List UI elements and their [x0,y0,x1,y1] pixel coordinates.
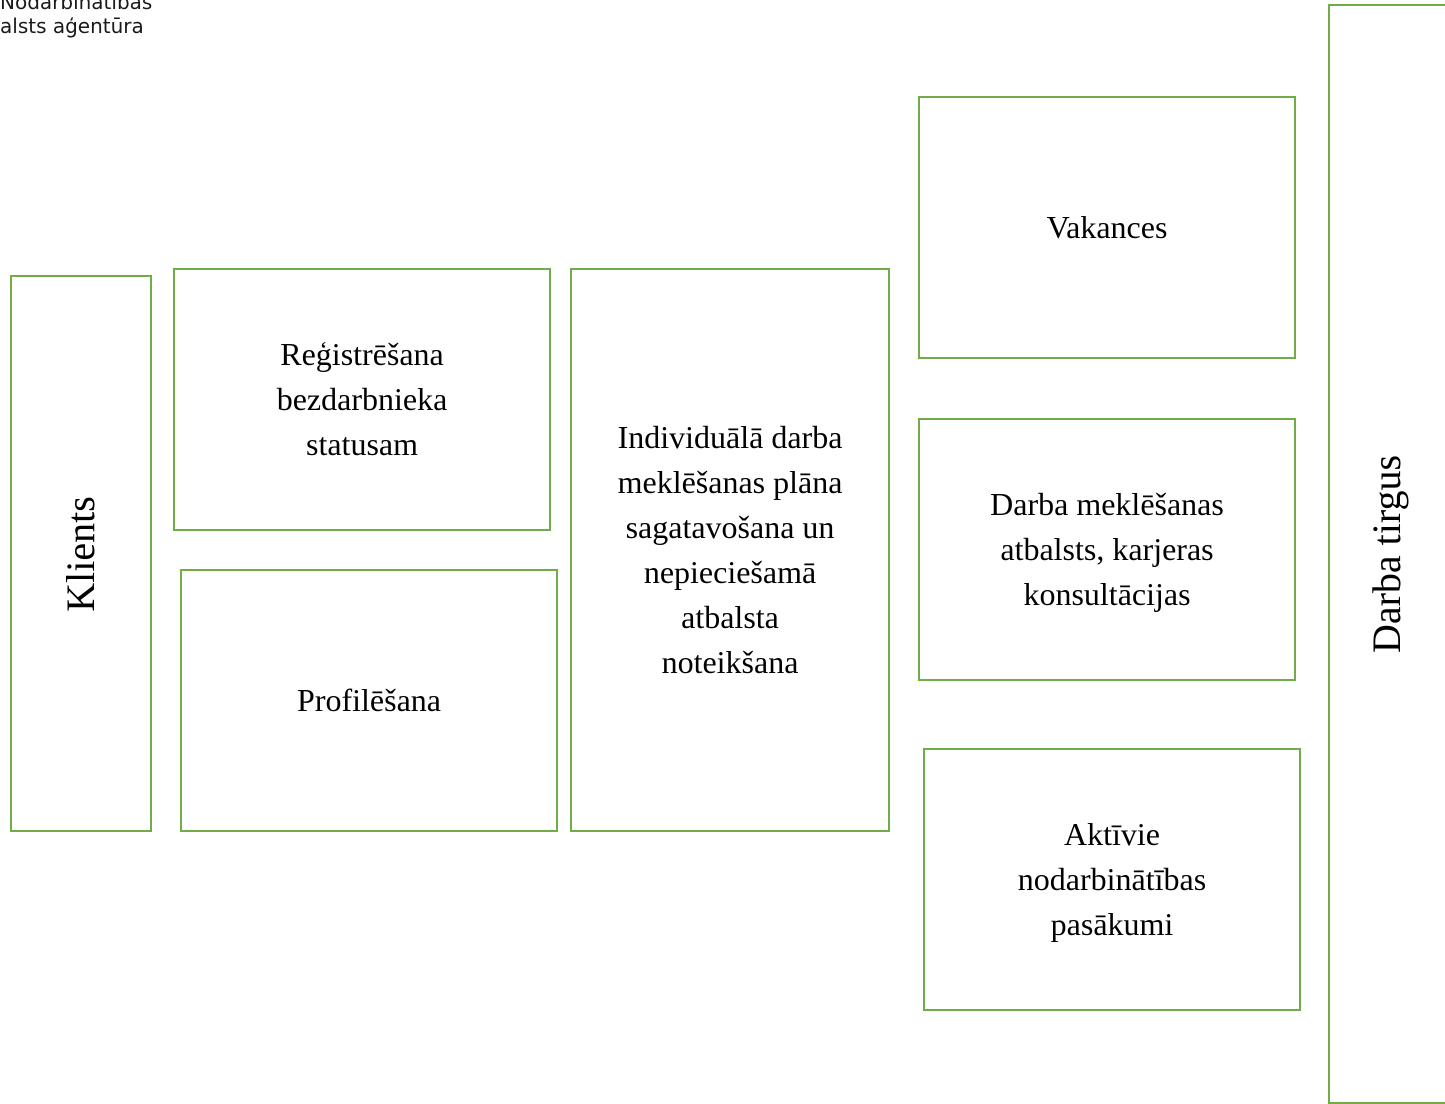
individual-plan-label: Individuālā darba meklēšanas plāna sagat… [617,419,843,680]
logo-line-2: alsts aģentūra [0,14,144,38]
klients-label: Klients [57,495,103,612]
klients-box: Klients [10,275,152,832]
active-employment-measures-label: Aktīvie nodarbinātības pasākumi [1017,816,1207,942]
active-employment-measures-box: Aktīvie nodarbinātības pasākumi [923,748,1301,1011]
registresana-label: Reģistrēšana bezdarbnieka statusam [276,336,448,462]
agency-logo: Nodarbinātības alsts aģentūra [0,0,152,38]
job-search-support-label: Darba meklēšanas atbalsts, karjeras kons… [990,486,1224,612]
profilesana-box: Profilēšana [180,569,558,832]
individual-plan-box: Individuālā darba meklēšanas plāna sagat… [570,268,890,832]
profilesana-label: Profilēšana [297,682,441,718]
registresana-box: Reģistrēšana bezdarbnieka statusam [173,268,551,531]
logo-line-1: Nodarbinātības [0,0,153,14]
labour-market-box: Darba tirgus [1328,4,1445,1104]
vakances-label: Vakances [1046,209,1168,245]
vakances-box: Vakances [918,96,1296,359]
labour-market-label: Darba tirgus [1364,454,1410,654]
job-search-support-box: Darba meklēšanas atbalsts, karjeras kons… [918,418,1296,681]
